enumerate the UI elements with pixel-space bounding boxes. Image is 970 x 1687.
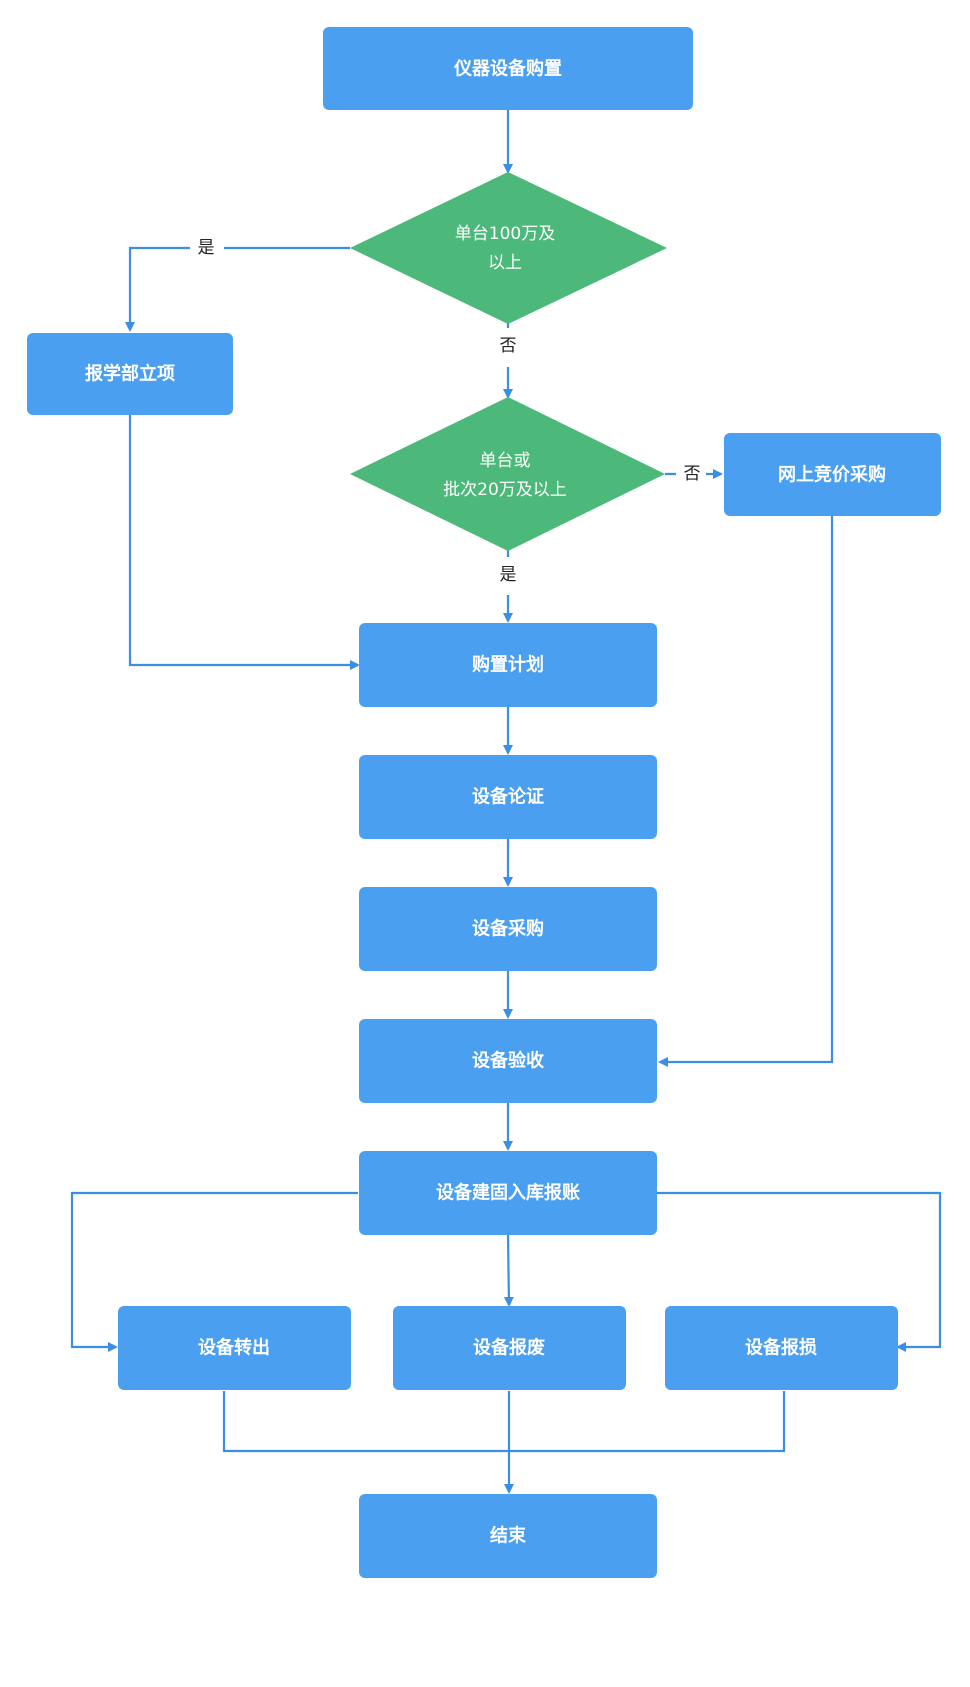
svg-text:批次20万及以上: 批次20万及以上: [443, 480, 567, 500]
svg-text:网上竞价采购: 网上竞价采购: [778, 464, 886, 486]
edge-decision1-yes: [130, 246, 350, 330]
svg-text:设备建固入库报账: 设备建固入库报账: [436, 1182, 580, 1204]
label-no-right: 否: [684, 464, 701, 484]
node-equipment-scrap: 设备报废: [393, 1306, 626, 1390]
node-equipment-purchase: 设备采购: [359, 887, 657, 971]
edge-registration-to-damage: [657, 1191, 942, 1352]
svg-text:报学部立项: 报学部立项: [85, 363, 175, 385]
decision-100w: 单台100万及 以上: [350, 172, 667, 324]
svg-text:设备转出: 设备转出: [198, 1337, 270, 1359]
node-equipment-acceptance: 设备验收: [359, 1019, 657, 1103]
label-no-down: 否: [500, 336, 517, 356]
edge-registration-to-transfer: [70, 1191, 358, 1352]
node-report-project: 报学部立项: [27, 333, 233, 415]
svg-text:设备验收: 设备验收: [472, 1050, 544, 1072]
node-start: 仪器设备购置: [323, 27, 693, 110]
node-equipment-damage: 设备报损: [665, 1306, 898, 1390]
decision-20w: 单台或 批次20万及以上: [350, 397, 665, 551]
svg-text:购置计划: 购置计划: [472, 654, 544, 676]
node-equipment-argument: 设备论证: [359, 755, 657, 839]
edge-project-to-plan: [128, 415, 360, 670]
connectors: [70, 110, 942, 1492]
edge-registration-to-scrap: [503, 1234, 514, 1307]
label-yes-down: 是: [500, 565, 517, 585]
svg-text:单台100万及: 单台100万及: [455, 224, 555, 244]
svg-text:单台或: 单台或: [480, 451, 531, 471]
label-yes-left: 是: [198, 238, 215, 258]
svg-text:设备论证: 设备论证: [472, 786, 544, 808]
node-online-bidding: 网上竞价采购: [724, 433, 941, 516]
svg-text:仪器设备购置: 仪器设备购置: [453, 58, 562, 80]
edge-branches-to-end: [222, 1391, 786, 1492]
edge-bidding-to-acceptance: [658, 516, 834, 1067]
svg-text:结束: 结束: [490, 1525, 527, 1547]
svg-text:设备报损: 设备报损: [745, 1337, 817, 1359]
svg-text:设备报废: 设备报废: [473, 1337, 545, 1359]
node-equipment-transfer: 设备转出: [118, 1306, 351, 1390]
node-asset-registration: 设备建固入库报账: [359, 1151, 657, 1235]
node-purchase-plan: 购置计划: [359, 623, 657, 707]
node-end: 结束: [359, 1494, 657, 1578]
svg-text:以上: 以上: [488, 253, 522, 273]
svg-text:设备采购: 设备采购: [472, 918, 544, 940]
